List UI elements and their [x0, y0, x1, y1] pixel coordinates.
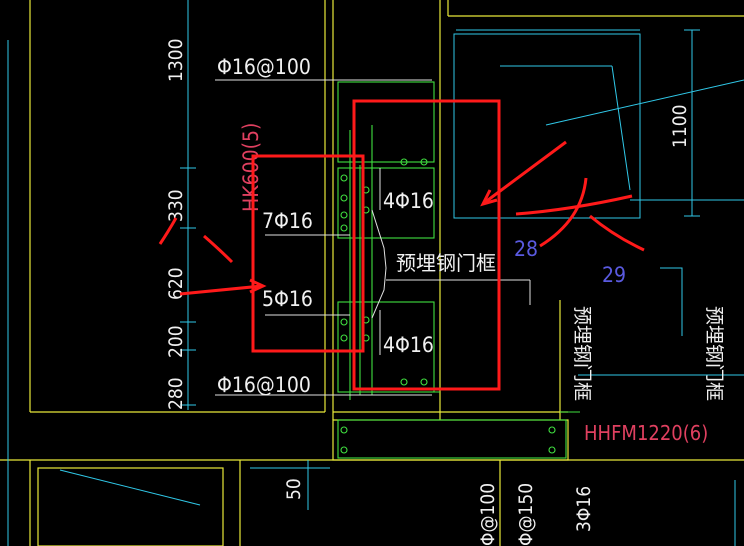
markup-arrow-left [179, 278, 267, 296]
markup-box-left [251, 154, 365, 353]
rebar-cage [337, 81, 580, 459]
label-phi-100: Φ@100 [477, 483, 499, 546]
label-5phi16: 5Φ16 [262, 287, 313, 311]
handwritten-char-ba [158, 217, 234, 264]
dim-330: 330 [165, 189, 187, 222]
label-embedded-frame-vertical-2: 预埋钢门框 [703, 306, 725, 401]
label-7phi16: 7Φ16 [262, 209, 313, 233]
handwritten-char-da [515, 177, 645, 252]
dimension-lines [7, 0, 744, 546]
label-3phi16: 3Φ16 [573, 486, 595, 532]
label-top-rebar: Φ16@100 [217, 55, 311, 79]
dim-50: 50 [283, 478, 305, 500]
label-beam-id: HK600(5) [239, 123, 263, 212]
label-bottom-rebar: Φ16@100 [217, 373, 311, 397]
markup-arrow-right [480, 140, 567, 207]
label-embedded-frame-vertical-1: 预埋钢门框 [571, 306, 593, 401]
markup-box-right [352, 99, 501, 391]
dim-1100: 1100 [669, 105, 691, 149]
label-4phi16-top: 4Φ16 [383, 189, 434, 213]
dim-1300: 1300 [165, 39, 187, 83]
annotation-text: 1300 330 620 200 280 1100 50 Φ16@100 Φ16… [165, 39, 725, 546]
leader-lines [215, 79, 531, 396]
label-door-id: HHFM1220(6) [584, 421, 708, 445]
label-embedded-frame: 预埋钢门框 [396, 251, 496, 275]
red-markup [158, 99, 645, 391]
label-4phi16-bottom: 4Φ16 [383, 333, 434, 357]
dim-620: 620 [165, 267, 187, 300]
dim-200: 200 [165, 325, 187, 358]
label-phi-150: Φ@150 [515, 483, 537, 546]
label-grid-29: 29 [602, 263, 626, 287]
dim-280: 280 [165, 377, 187, 410]
label-grid-28: 28 [514, 237, 538, 261]
